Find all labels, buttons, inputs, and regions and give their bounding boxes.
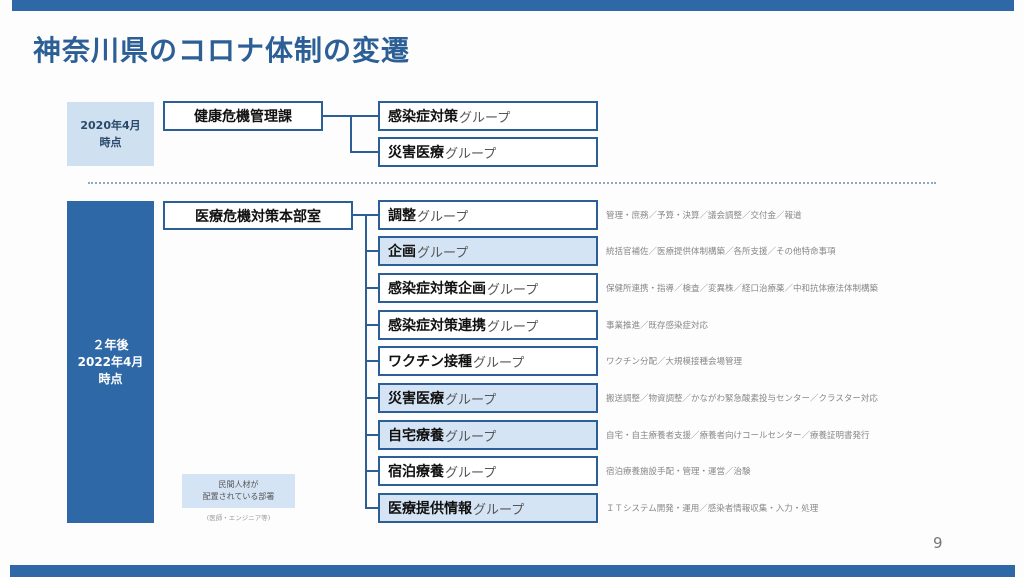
group-description: 管理・庶務／予算・決算／議会調整／交付金／報道 — [606, 211, 802, 221]
legend-private-staff: 民間人材が 配置されている部署 — [182, 474, 295, 508]
group-name: 宿泊療養 — [388, 464, 444, 480]
top-accent-bar — [12, 0, 1014, 11]
period-divider — [88, 182, 936, 184]
page-number: 9 — [933, 534, 943, 552]
group-name: 災害医療 — [388, 145, 444, 161]
group-description: ＩＴシステム開発・運用／感染者情報収集・入力・処理 — [606, 504, 819, 514]
group-suffix: グループ — [473, 355, 525, 371]
group-name: 調整 — [388, 208, 416, 224]
period-2022-line3: 時点 — [98, 371, 123, 386]
group-name: 感染症対策企画 — [388, 281, 486, 297]
connector-line — [365, 434, 378, 436]
group-box-2022-7: 宿泊療養グループ — [378, 456, 598, 486]
group-box-2022-2: 感染症対策企画グループ — [378, 273, 598, 303]
department-box-2020: 健康危機管理課 — [163, 101, 323, 131]
group-description: 保健所連携・指導／検査／変異株／経口治療薬／中和抗体療法体制構築 — [606, 284, 879, 294]
bottom-accent-bar — [10, 565, 1015, 577]
department-box-2022: 医療危機対策本部室 — [163, 201, 353, 230]
period-2022-line1: ２年後 — [92, 337, 129, 352]
connector-line — [365, 507, 378, 509]
group-suffix: グループ — [417, 209, 469, 225]
group-description: 事業推進／既存感染症対応 — [606, 321, 709, 331]
period-label-2022: ２年後 2022年4月 時点 — [67, 201, 154, 523]
group-name: 感染症対策 — [388, 109, 458, 125]
group-box-2020-0: 感染症対策グループ — [378, 101, 598, 131]
legend-note: (医師・エンジニア等) — [206, 514, 271, 522]
group-name: 企画 — [388, 244, 416, 260]
group-box-2022-8: 医療提供情報グループ — [378, 493, 598, 523]
department-name: 医療危機対策本部室 — [195, 208, 321, 225]
department-name: 健康危機管理課 — [194, 109, 292, 125]
group-description: 宿泊療養施設手配・管理・運営／治験 — [606, 467, 751, 477]
group-suffix: グループ — [417, 245, 469, 261]
connector-line — [365, 470, 378, 472]
period-2022-line2: 2022年4月 — [77, 354, 144, 369]
group-suffix: グループ — [459, 110, 511, 126]
period-2020-line2: 時点 — [99, 136, 122, 149]
group-box-2020-1: 災害医療グループ — [378, 137, 598, 167]
group-box-2022-3: 感染症対策連携グループ — [378, 310, 598, 340]
connector-line — [365, 287, 378, 289]
group-suffix: グループ — [487, 319, 539, 335]
group-name: 感染症対策連携 — [388, 318, 486, 334]
group-box-2022-6: 自宅療養グループ — [378, 420, 598, 450]
group-description: 搬送調整／物資調整／かながわ緊急酸素投与センター／クラスター対応 — [606, 394, 878, 404]
connector-line — [365, 397, 378, 399]
group-suffix: グループ — [445, 146, 497, 162]
group-box-2022-4: ワクチン接種グループ — [378, 346, 598, 376]
group-box-2022-0: 調整グループ — [378, 200, 598, 230]
group-name: 災害医療 — [388, 391, 444, 407]
group-description: 統括官補佐／医療提供体制構築／各所支援／その他特命事項 — [606, 247, 836, 257]
group-suffix: グループ — [445, 465, 497, 481]
group-box-2022-1: 企画グループ — [378, 236, 598, 266]
group-name: 医療提供情報 — [388, 501, 472, 517]
connector-line — [365, 324, 378, 326]
group-description: ワクチン分配／大規模接種会場管理 — [606, 357, 743, 367]
group-suffix: グループ — [445, 429, 497, 445]
period-2020-line1: 2020年4月 — [80, 119, 141, 132]
group-suffix: グループ — [445, 392, 497, 408]
group-name: ワクチン接種 — [388, 354, 472, 370]
group-box-2022-5: 災害医療グループ — [378, 383, 598, 413]
connector-line — [350, 151, 378, 153]
period-label-2020: 2020年4月 時点 — [67, 102, 154, 166]
group-suffix: グループ — [487, 282, 539, 298]
group-suffix: グループ — [473, 502, 525, 518]
group-name: 自宅療養 — [388, 428, 444, 444]
connector-line — [365, 250, 378, 252]
legend-line1: 民間人材が — [218, 480, 259, 489]
legend-line2: 配置されている部署 — [202, 492, 275, 501]
connector-line — [365, 360, 378, 362]
slide-title: 神奈川県のコロナ体制の変遷 — [33, 34, 411, 67]
connector-line — [350, 115, 352, 152]
group-description: 自宅・自主療養者支援／療養者向けコールセンター／療養証明書発行 — [606, 431, 870, 441]
